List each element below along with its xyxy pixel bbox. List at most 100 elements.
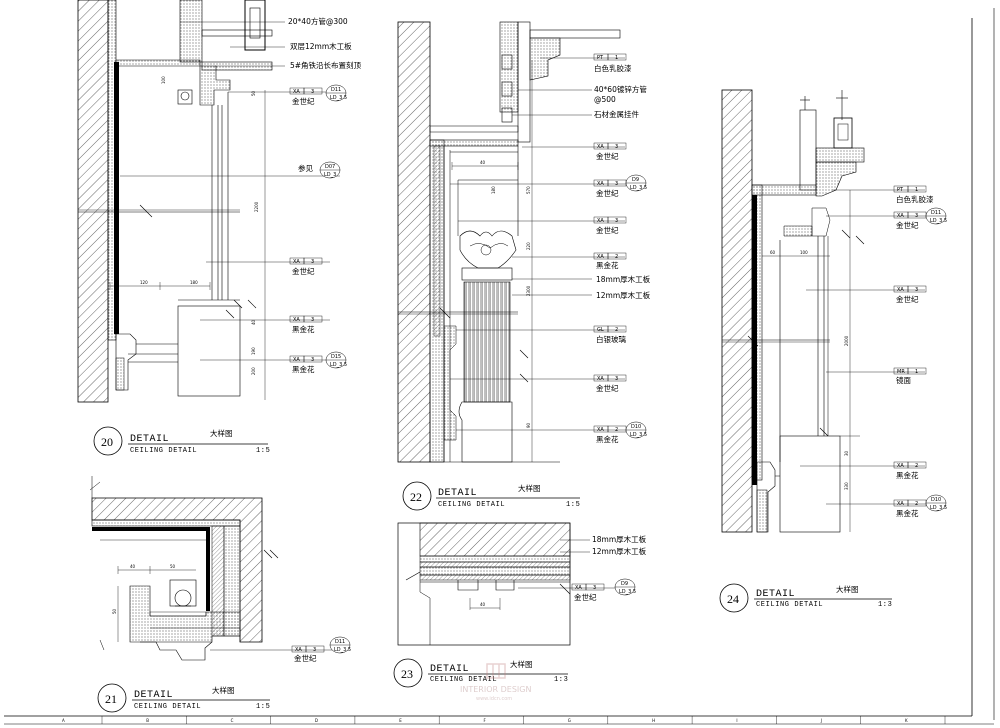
d21-tag1-num: 3: [313, 647, 316, 653]
d21-callout-1: 金世纪: [294, 653, 317, 663]
grid-label: E: [399, 718, 402, 723]
d24-callout-3: 金世纪: [896, 294, 919, 304]
d21-tag1-code: XA: [295, 647, 302, 653]
d21-title-cn: 大样图: [212, 685, 235, 695]
d21-subtitle: CEILING DETAIL: [134, 703, 201, 711]
d20-tag1-code: XA: [293, 89, 300, 95]
d21-scale: 1:5: [256, 703, 270, 711]
d20-dim-3: 2200: [254, 201, 259, 212]
d20-dim-8: 200: [251, 367, 256, 375]
d20-tag1-num: 3: [311, 89, 314, 95]
detail-20-title: 20 DETAIL 大样图 CEILING DETAIL 1:5: [93, 426, 270, 456]
watermark-sub: www.idcn.com: [476, 696, 512, 702]
d22-bubble-1: D9: [632, 177, 639, 183]
d24-callout-1: 白色乳胶漆: [896, 194, 934, 204]
d22-title-cn: 大样图: [518, 483, 541, 493]
d20-dim-2: 50: [251, 90, 256, 96]
d22-tag3-code: XA: [597, 181, 604, 187]
d22-callout-1: 白色乳胶漆: [594, 63, 632, 73]
d22-tag5-code: XA: [597, 254, 604, 260]
d24-callout-2: 金世纪: [896, 220, 919, 230]
d20-callout-5: 参见: [298, 163, 313, 173]
d20-number: 20: [101, 435, 113, 449]
d21-bubble-1-sub: LD_3.5: [334, 647, 351, 653]
detail-20-labels: 20*40方管@300 双层12mm木工板 5#角铁沿长布置刻顶 XA 3 金世…: [120, 16, 362, 375]
d22-dim-5: 2300: [526, 285, 531, 296]
d23-tag1-num: 3: [593, 585, 596, 591]
d20-callout-6: 金世纪: [292, 266, 315, 276]
d20-tag3-code: XA: [293, 317, 300, 323]
detail-22-drawing: [397, 21, 621, 463]
d23-number: 23: [401, 667, 413, 681]
d22-callout-3: 石材金属挂件: [594, 109, 639, 119]
d24-tag4-num: 1: [915, 369, 918, 375]
d22-scale: 1:5: [566, 501, 580, 509]
d22-bubble-2-sub: LD_3.5: [630, 432, 647, 438]
detail-24-title: 24 DETAIL 大样图 CEILING DETAIL 1:3: [719, 583, 892, 613]
d24-tag3-code: XA: [897, 287, 904, 293]
d24-bubble-1: D11: [931, 210, 941, 216]
d22-dim-6: 90: [526, 422, 531, 428]
d24-tag5-code: XA: [897, 463, 904, 469]
grid-label: K: [905, 718, 908, 723]
grid-label: D: [315, 718, 318, 723]
detail-20-drawing: [77, 0, 273, 403]
d24-bubble-2: D10: [931, 497, 941, 503]
detail-23-drawing: [397, 522, 571, 646]
d20-tag3-num: 3: [311, 317, 314, 323]
d24-tag3-num: 3: [915, 287, 918, 293]
d20-dim-4: 120: [140, 280, 148, 285]
d24-callout-4: 镜面: [896, 375, 911, 385]
sheet-border: [4, 8, 995, 725]
d20-callout-7: 黑金花: [292, 324, 315, 334]
d24-dim-2: 100: [800, 250, 808, 255]
d22-callout-12: 黑金花: [596, 434, 619, 444]
d24-title: DETAIL: [756, 589, 795, 600]
d22-dim-2: 180: [491, 186, 496, 194]
d22-tag2-num: 3: [615, 144, 618, 150]
d22-dim-3: 570: [526, 186, 531, 194]
d22-dim-4: 220: [526, 242, 531, 250]
d20-dim-7: 40: [251, 319, 256, 325]
d22-tag6-code: GL: [597, 327, 604, 333]
d22-tag6-num: 2: [615, 327, 618, 333]
d22-callout-10: 白银玻璃: [596, 334, 626, 344]
d20-title-cn: 大样图: [210, 428, 233, 438]
grid-label: B: [146, 718, 149, 723]
d24-tag2-num: 3: [915, 213, 918, 219]
d20-bubble-3-sub: LD_3.5: [330, 362, 347, 368]
detail-21-drawing: [89, 476, 279, 661]
d20-bubble-1: D11: [331, 87, 341, 93]
d24-tag4-code: MR: [897, 369, 905, 375]
grid-label: J: [820, 718, 822, 723]
d24-bubble-1-sub: LD_3.5: [930, 218, 947, 224]
d24-tag1-num: 1: [915, 187, 918, 193]
d23-callout-1: 18mm厚木工板: [592, 534, 647, 544]
d22-tag5-num: 2: [615, 254, 618, 260]
d21-dim-1: 40: [130, 564, 136, 569]
d23-bubble-1: D9: [621, 581, 628, 587]
d24-dim-5: 330: [844, 482, 849, 490]
d24-title-cn: 大样图: [836, 584, 859, 594]
d22-tag4-code: XA: [597, 218, 604, 224]
d20-dim-6: 190: [251, 347, 256, 355]
d22-callout-8: 18mm厚木工板: [596, 274, 651, 284]
detail-23-labels: 18mm厚木工板 12mm厚木工板 XA 3 金世纪 D9 LD_3.5 40: [480, 534, 647, 607]
watermark: INTERIOR DESIGN www.idcn.com: [460, 663, 531, 702]
grid-label: G: [568, 718, 571, 723]
grid-label: A: [62, 718, 65, 723]
watermark-main: INTERIOR DESIGN: [460, 685, 531, 694]
detail-23-title: 23 DETAIL 大样图 CEILING DETAIL 1:3: [393, 658, 568, 688]
d24-tag6-num: 2: [915, 501, 918, 507]
d22-callout-6: 金世纪: [596, 225, 619, 235]
detail-22-title: 22 DETAIL 大样图 CEILING DETAIL 1:5: [402, 481, 580, 511]
d20-callout-2: 双层12mm木工板: [290, 41, 352, 51]
watermark-logo-icon: [486, 663, 506, 679]
d24-tag6-code: XA: [897, 501, 904, 507]
d22-tag4-num: 3: [615, 218, 618, 224]
d23-callout-3: 金世纪: [574, 592, 597, 602]
d22-tag1-num: 1: [615, 55, 618, 61]
d22-callout-4: 金世纪: [596, 151, 619, 161]
